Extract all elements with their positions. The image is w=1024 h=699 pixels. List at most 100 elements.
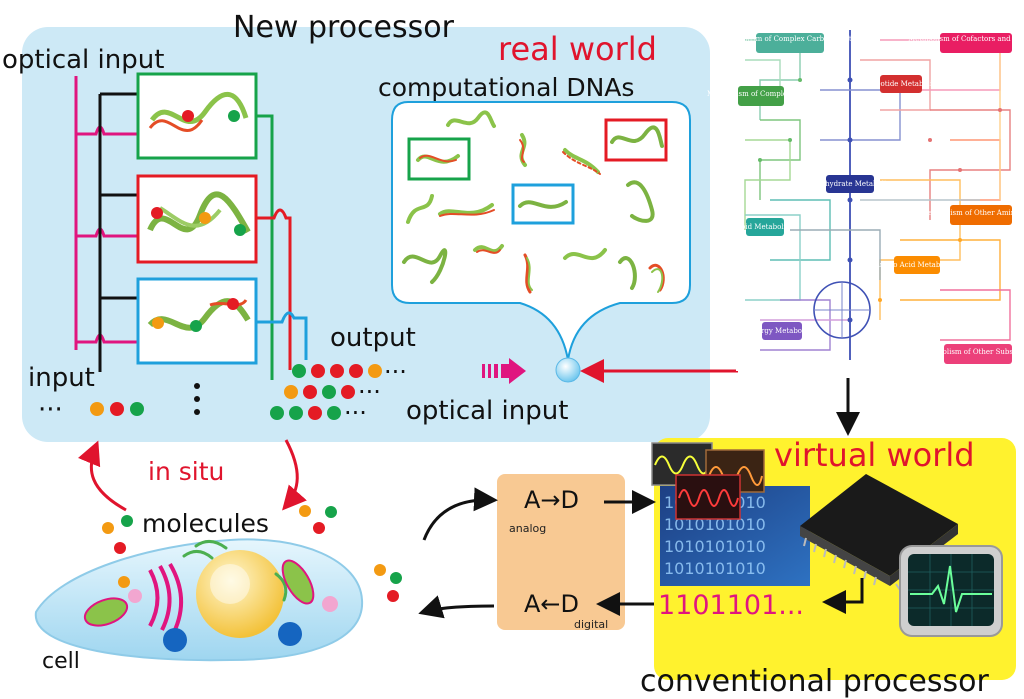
svg-text:1010101010: 1010101010 (664, 537, 766, 556)
map-label-lipid: Lipid Metabolism (734, 218, 796, 236)
map-label-energy: Energy Metabolism (747, 322, 817, 340)
heart-monitor-icon (899, 545, 1003, 637)
arrow-cell-to-ad (422, 487, 498, 541)
svg-text:Metabolism of Complex Carbohyd: Metabolism of Complex Carbohydrates (721, 35, 860, 43)
dot-green (234, 224, 246, 236)
output-dots-row-bottom (270, 406, 341, 420)
svg-text:1010101010: 1010101010 (664, 559, 766, 578)
cell-label: cell (42, 649, 80, 674)
ad-converter-box (497, 474, 625, 630)
svg-text:Lipid Metabolism: Lipid Metabolism (734, 223, 796, 231)
metabolic-pathway-map: Metabolism of Complex Carbohydrates Meta… (707, 26, 1024, 371)
dna-highlight-red (604, 118, 668, 162)
vesicle (118, 576, 130, 588)
svg-text:Nucleotide Metabolism: Nucleotide Metabolism (860, 80, 943, 88)
dot-orange (90, 402, 104, 416)
svg-text:Energy Metabolism: Energy Metabolism (747, 327, 817, 335)
organelle-blue (163, 628, 187, 652)
dot-red (110, 402, 124, 416)
map-label-nucleotide: Nucleotide Metabolism (860, 75, 943, 93)
conventional-processor-label: conventional processor (640, 664, 989, 699)
vesicle (322, 596, 338, 612)
dot-orange (299, 505, 311, 517)
svg-text:Metabolism of Other Amino Acid: Metabolism of Other Amino Acids (921, 209, 1024, 217)
input-line (98, 92, 138, 372)
ellipsis: ··· (358, 378, 381, 406)
mitochondrion (83, 559, 315, 627)
optical-input-top-label: optical input (2, 45, 164, 75)
dot-green (190, 320, 202, 332)
output-line-red (256, 208, 292, 370)
output-label: output (330, 323, 416, 353)
virtual-world-label: virtual world (774, 436, 975, 474)
svg-text:Metabolism of Other Substances: Metabolism of Other Substances (920, 348, 1024, 356)
dot-orange (199, 212, 211, 224)
dot-green (390, 572, 402, 584)
output-line-green (256, 114, 274, 380)
input-label: input (28, 363, 95, 393)
dot-green (228, 110, 240, 122)
ad-label: A→D (524, 486, 579, 514)
map-label-carbohydrate: Carbohydrate Metabolism (804, 175, 897, 193)
vertical-ellipsis (194, 383, 200, 415)
dot-red (182, 110, 194, 122)
dot-green (130, 402, 144, 416)
dna-highlight-green (407, 137, 471, 181)
dot-orange (374, 564, 386, 576)
computational-dnas-label: computational DNAs (378, 73, 634, 102)
output-line-blue (256, 311, 308, 360)
svg-text:Metabolism of Cofactors and Vi: Metabolism of Cofactors and Vitamins (908, 35, 1024, 43)
nucleus (196, 550, 284, 638)
organelle-blue (278, 622, 302, 646)
map-label-other-substances: Metabolism of Other Substances (920, 344, 1024, 364)
map-label-complex-carbohydrates: Metabolism of Complex Carbohydrates (721, 33, 860, 53)
ellipsis: ··· (344, 399, 367, 427)
new-processor-title: New processor (233, 10, 455, 45)
dot-red (387, 590, 399, 602)
dot-orange (152, 317, 164, 329)
arrow-da-to-cell (418, 595, 495, 619)
svg-text:Amino Acid Metabolism: Amino Acid Metabolism (874, 261, 960, 269)
dot-green (121, 515, 133, 527)
dot-red (313, 522, 325, 534)
ellipsis: ··· (384, 358, 407, 386)
golgi-apparatus (148, 562, 184, 633)
dot-red (227, 298, 239, 310)
digital-label: digital (574, 618, 608, 631)
dna-highlight-blue (511, 183, 575, 225)
map-label-amino-acid: Amino Acid Metabolism (874, 256, 960, 274)
output-dots-row-middle (284, 385, 355, 399)
dna-pool (391, 101, 691, 361)
da-label: A←D (524, 590, 579, 618)
optical-input-bottom-label: optical input (406, 396, 568, 426)
in-situ-arrow-up (78, 440, 127, 512)
dot-red (114, 542, 126, 554)
svg-text:Carbohydrate Metabolism: Carbohydrate Metabolism (804, 180, 897, 188)
in-situ-arrow-down (282, 439, 307, 511)
cell-illustration (34, 538, 364, 662)
waveform-window-3 (675, 474, 741, 520)
optical-input-bubble (555, 357, 581, 383)
dot-orange (102, 522, 114, 534)
map-label-other-amino-acids: Metabolism of Other Amino Acids (921, 205, 1024, 225)
dot-green (325, 506, 337, 518)
optical-input-arrow-icon (482, 358, 526, 384)
map-label-complex-lipids: Metabolism of Complex Lipids (707, 86, 815, 106)
dot-red (151, 207, 163, 219)
real-world-label: real world (498, 30, 657, 68)
dna-processor-box-blue (136, 277, 258, 365)
svg-text:Metabolism of Complex Lipids: Metabolism of Complex Lipids (707, 90, 815, 98)
dna-processor-box-green (136, 72, 258, 160)
endoplasmic-reticulum (182, 540, 288, 602)
in-situ-label: in situ (148, 457, 224, 486)
molecules-label: molecules (142, 509, 269, 538)
analog-label: analog (509, 522, 546, 535)
ellipsis: ··· (38, 395, 63, 425)
vesicle (128, 589, 142, 603)
arrow-chip-to-binary (822, 578, 864, 614)
output-dots-row-top (292, 364, 382, 378)
dna-processor-box-red (136, 174, 258, 264)
map-label-cofactors-vitamins: Metabolism of Cofactors and Vitamins (908, 33, 1024, 53)
binary-output-label: 1101101... (658, 590, 804, 621)
